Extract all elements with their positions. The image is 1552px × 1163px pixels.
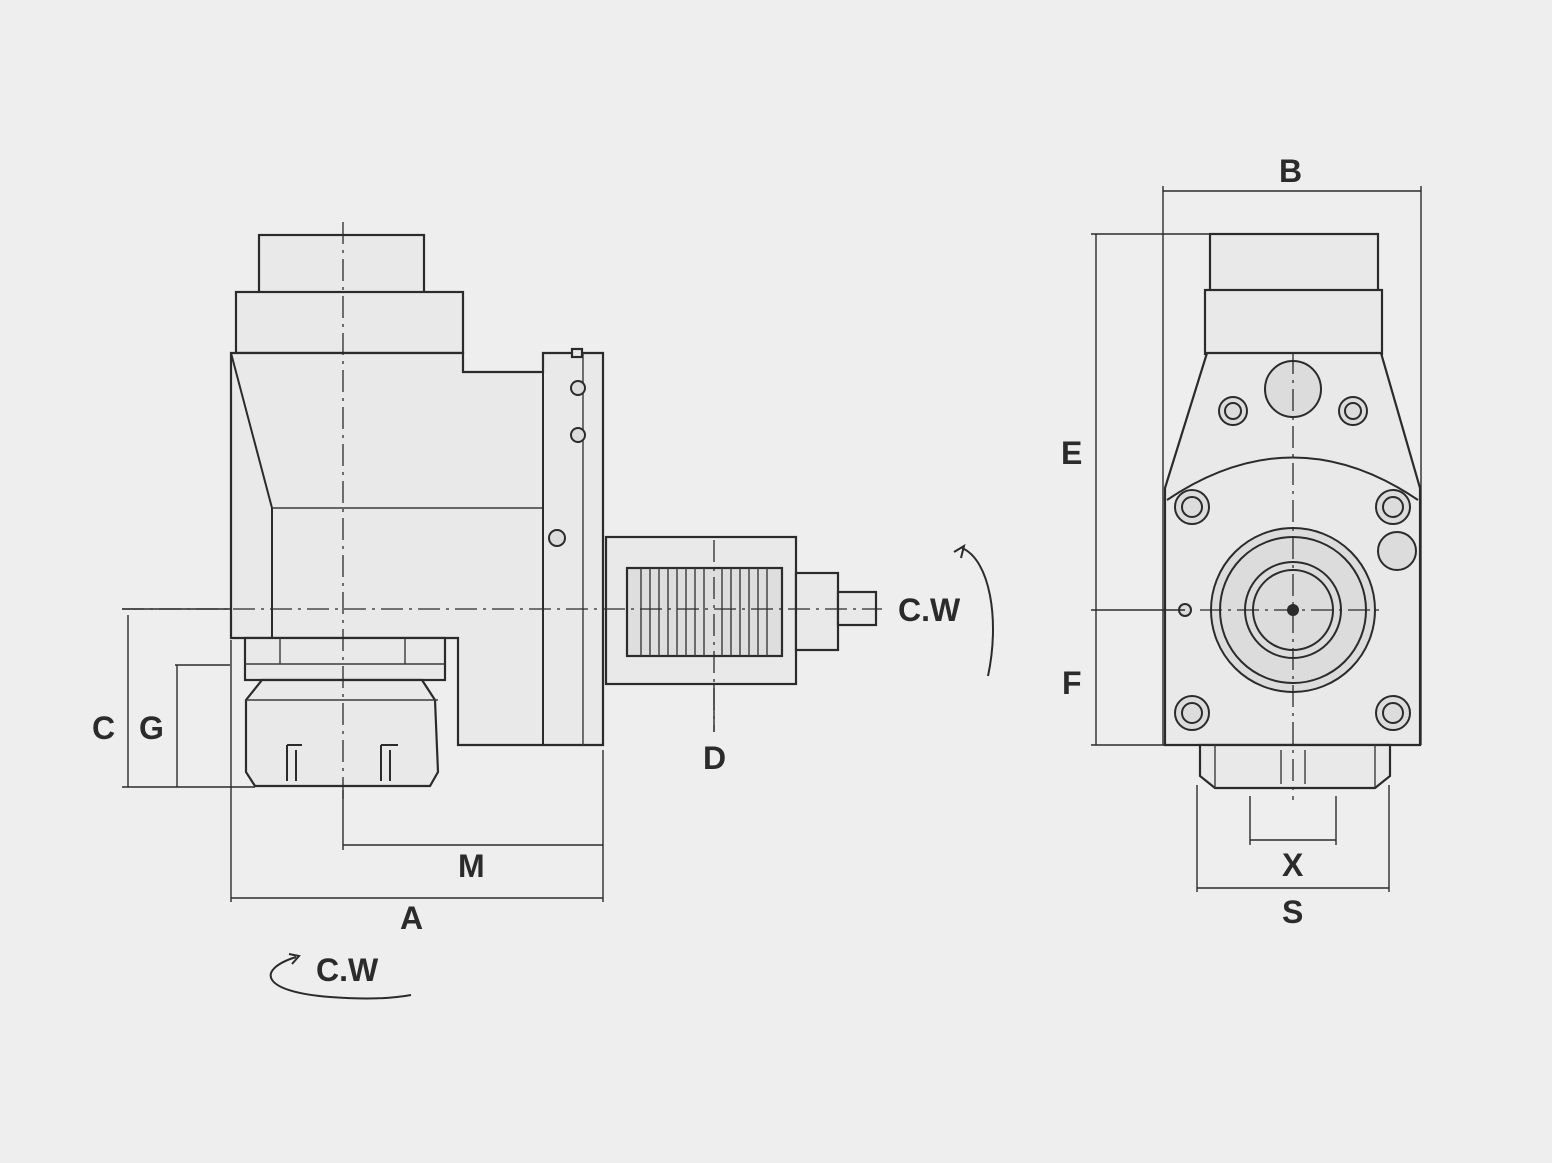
front-shank-second [1203,288,1384,356]
front-collet-nut [1198,743,1392,790]
label-s: S [1282,894,1303,930]
label-d: D [703,740,726,776]
front-shank-top [1208,232,1380,294]
side-screw-2 [570,427,586,443]
thread-ridges [640,568,768,656]
side-grease-nipple [548,529,566,547]
label-cw-side: C.W [898,592,961,628]
label-e: E [1061,435,1082,471]
collet-ring [243,636,447,682]
label-g: G [139,710,164,746]
front-view: B E F X S [1061,153,1422,930]
front-bolt-holes [1174,396,1411,731]
label-a: A [400,900,423,936]
spindle-nose [794,571,840,652]
front-side-port [1377,531,1417,571]
label-c: C [92,710,115,746]
label-x: X [1282,847,1304,883]
rotation-arrow-bottom [269,956,412,1000]
shank-top-tier [257,233,426,297]
label-cw-bottom: C.W [316,952,379,988]
label-b: B [1279,153,1302,189]
label-m: M [458,848,485,884]
side-screw-1 [570,380,586,396]
collet-nut [244,678,440,788]
front-body-arc [1166,456,1419,501]
side-view: D C G M A C.W C.W [92,222,994,1000]
label-f: F [1062,665,1082,701]
shank-second-tier [234,290,465,355]
rotation-arrow-side [961,547,994,677]
